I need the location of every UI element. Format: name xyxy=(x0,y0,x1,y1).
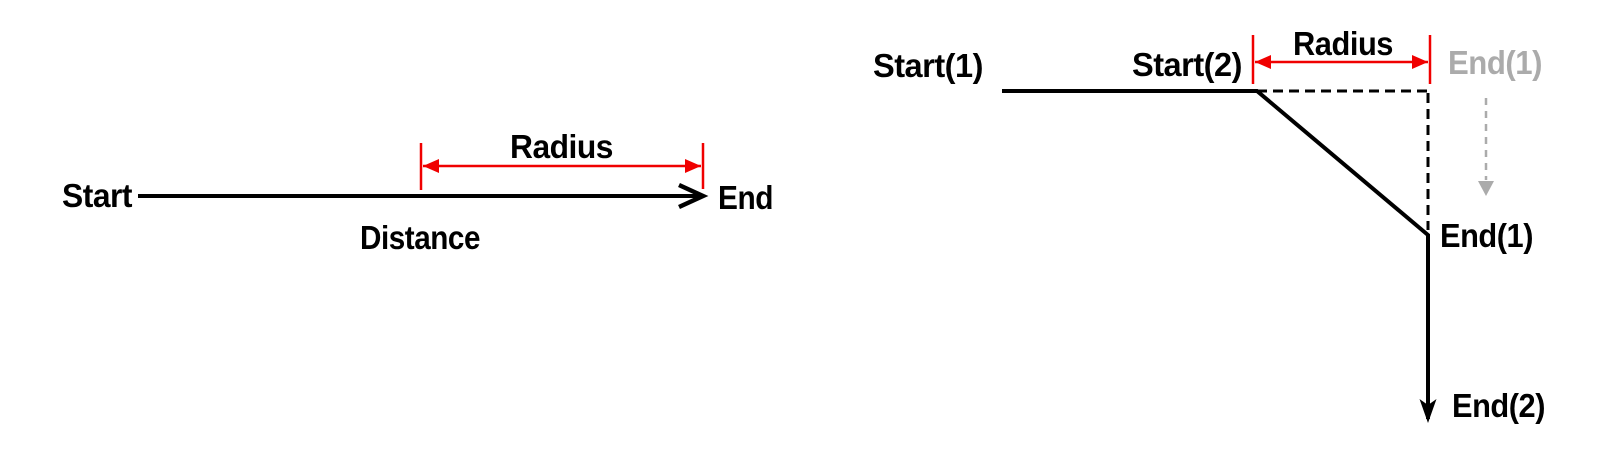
right-diagram: Start(1) Start(2) Radius End(1) End(1) E… xyxy=(873,25,1546,424)
distance-label: Distance xyxy=(360,219,480,256)
end2-label: End(2) xyxy=(1452,387,1545,424)
radius-arrowhead-right-icon xyxy=(1412,55,1428,69)
path-end-arrowhead-icon xyxy=(1419,399,1437,423)
ghost-end-arrowhead-icon xyxy=(1478,181,1494,196)
start-label: Start xyxy=(62,177,132,214)
distance-arrowhead-icon xyxy=(678,182,709,210)
radius-arrowhead-left-icon xyxy=(423,159,439,173)
end1-ghost-label: End(1) xyxy=(1448,44,1542,81)
start2-label: Start(2) xyxy=(1132,46,1242,83)
left-diagram: Start End Radius Distance xyxy=(62,128,774,256)
end1-label: End(1) xyxy=(1440,217,1533,254)
start1-label: Start(1) xyxy=(873,47,983,84)
radius-label: Radius xyxy=(1293,25,1393,62)
end-label: End xyxy=(718,179,773,216)
radius-arrowhead-left-icon xyxy=(1255,55,1271,69)
radius-arrowhead-right-icon xyxy=(685,159,701,173)
actual-path-line xyxy=(1002,89,1430,419)
radius-label: Radius xyxy=(510,128,613,165)
